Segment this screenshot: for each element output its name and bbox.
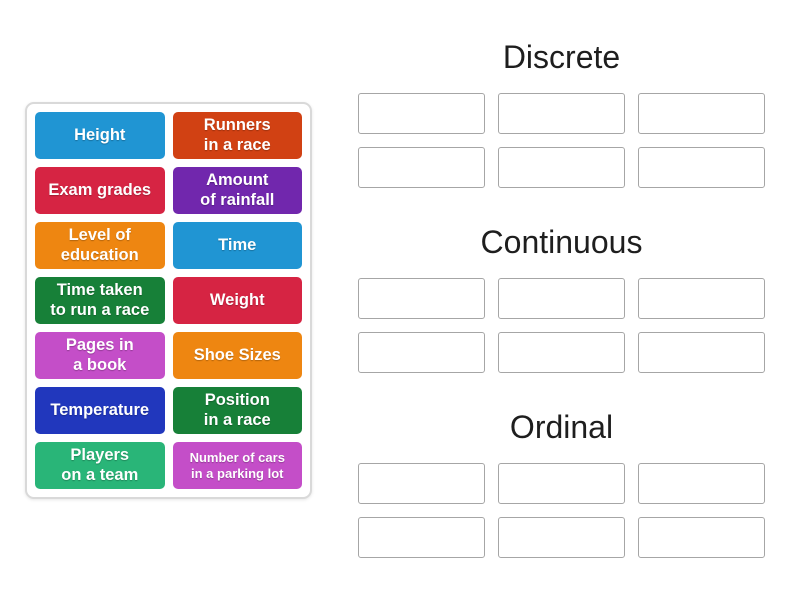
drop-slot[interactable]: [638, 517, 765, 558]
draggable-tile[interactable]: Temperature: [35, 387, 165, 434]
drop-slot[interactable]: [498, 463, 625, 504]
draggable-tile[interactable]: Runners in a race: [172, 112, 302, 159]
drop-slot[interactable]: [638, 463, 765, 504]
drop-slot[interactable]: [638, 332, 765, 373]
drop-slot[interactable]: [498, 517, 625, 558]
draggable-tile[interactable]: Weight: [172, 277, 302, 324]
slot-grid: [358, 278, 765, 373]
group-title: Ordinal: [509, 409, 614, 445]
draggable-tile[interactable]: Pages in a book: [35, 332, 165, 379]
drop-slot[interactable]: [358, 93, 485, 134]
drop-slot[interactable]: [358, 278, 485, 319]
drop-slot[interactable]: [358, 463, 485, 504]
drop-slot[interactable]: [358, 332, 485, 373]
drop-slot[interactable]: [498, 147, 625, 188]
drop-slot[interactable]: [638, 278, 765, 319]
draggable-tile[interactable]: Time taken to run a race: [35, 277, 165, 324]
drop-slot[interactable]: [498, 93, 625, 134]
slot-grid: [358, 93, 765, 188]
group-section: Continuous: [358, 223, 765, 373]
group-title: Discrete: [502, 39, 621, 75]
drop-slot[interactable]: [358, 147, 485, 188]
slot-grid: [358, 463, 765, 558]
drop-slot[interactable]: [498, 278, 625, 319]
draggable-tile[interactable]: Shoe Sizes: [172, 332, 302, 379]
draggable-tile[interactable]: Amount of rainfall: [172, 167, 302, 214]
draggable-tile[interactable]: Exam grades: [35, 167, 165, 214]
draggable-tile[interactable]: Position in a race: [172, 387, 302, 434]
draggable-tile[interactable]: Players on a team: [35, 442, 165, 489]
drop-slot[interactable]: [498, 332, 625, 373]
draggable-tile[interactable]: Number of cars in a parking lot: [172, 442, 302, 489]
group-section: Ordinal: [358, 408, 765, 558]
drop-slot[interactable]: [638, 93, 765, 134]
draggable-tile[interactable]: Height: [35, 112, 165, 159]
drop-slot[interactable]: [638, 147, 765, 188]
draggable-tile[interactable]: Time: [172, 222, 302, 269]
group-section: Discrete: [358, 38, 765, 188]
draggable-tile[interactable]: Level of education: [35, 222, 165, 269]
group-title: Continuous: [480, 224, 643, 260]
drop-slot[interactable]: [358, 517, 485, 558]
